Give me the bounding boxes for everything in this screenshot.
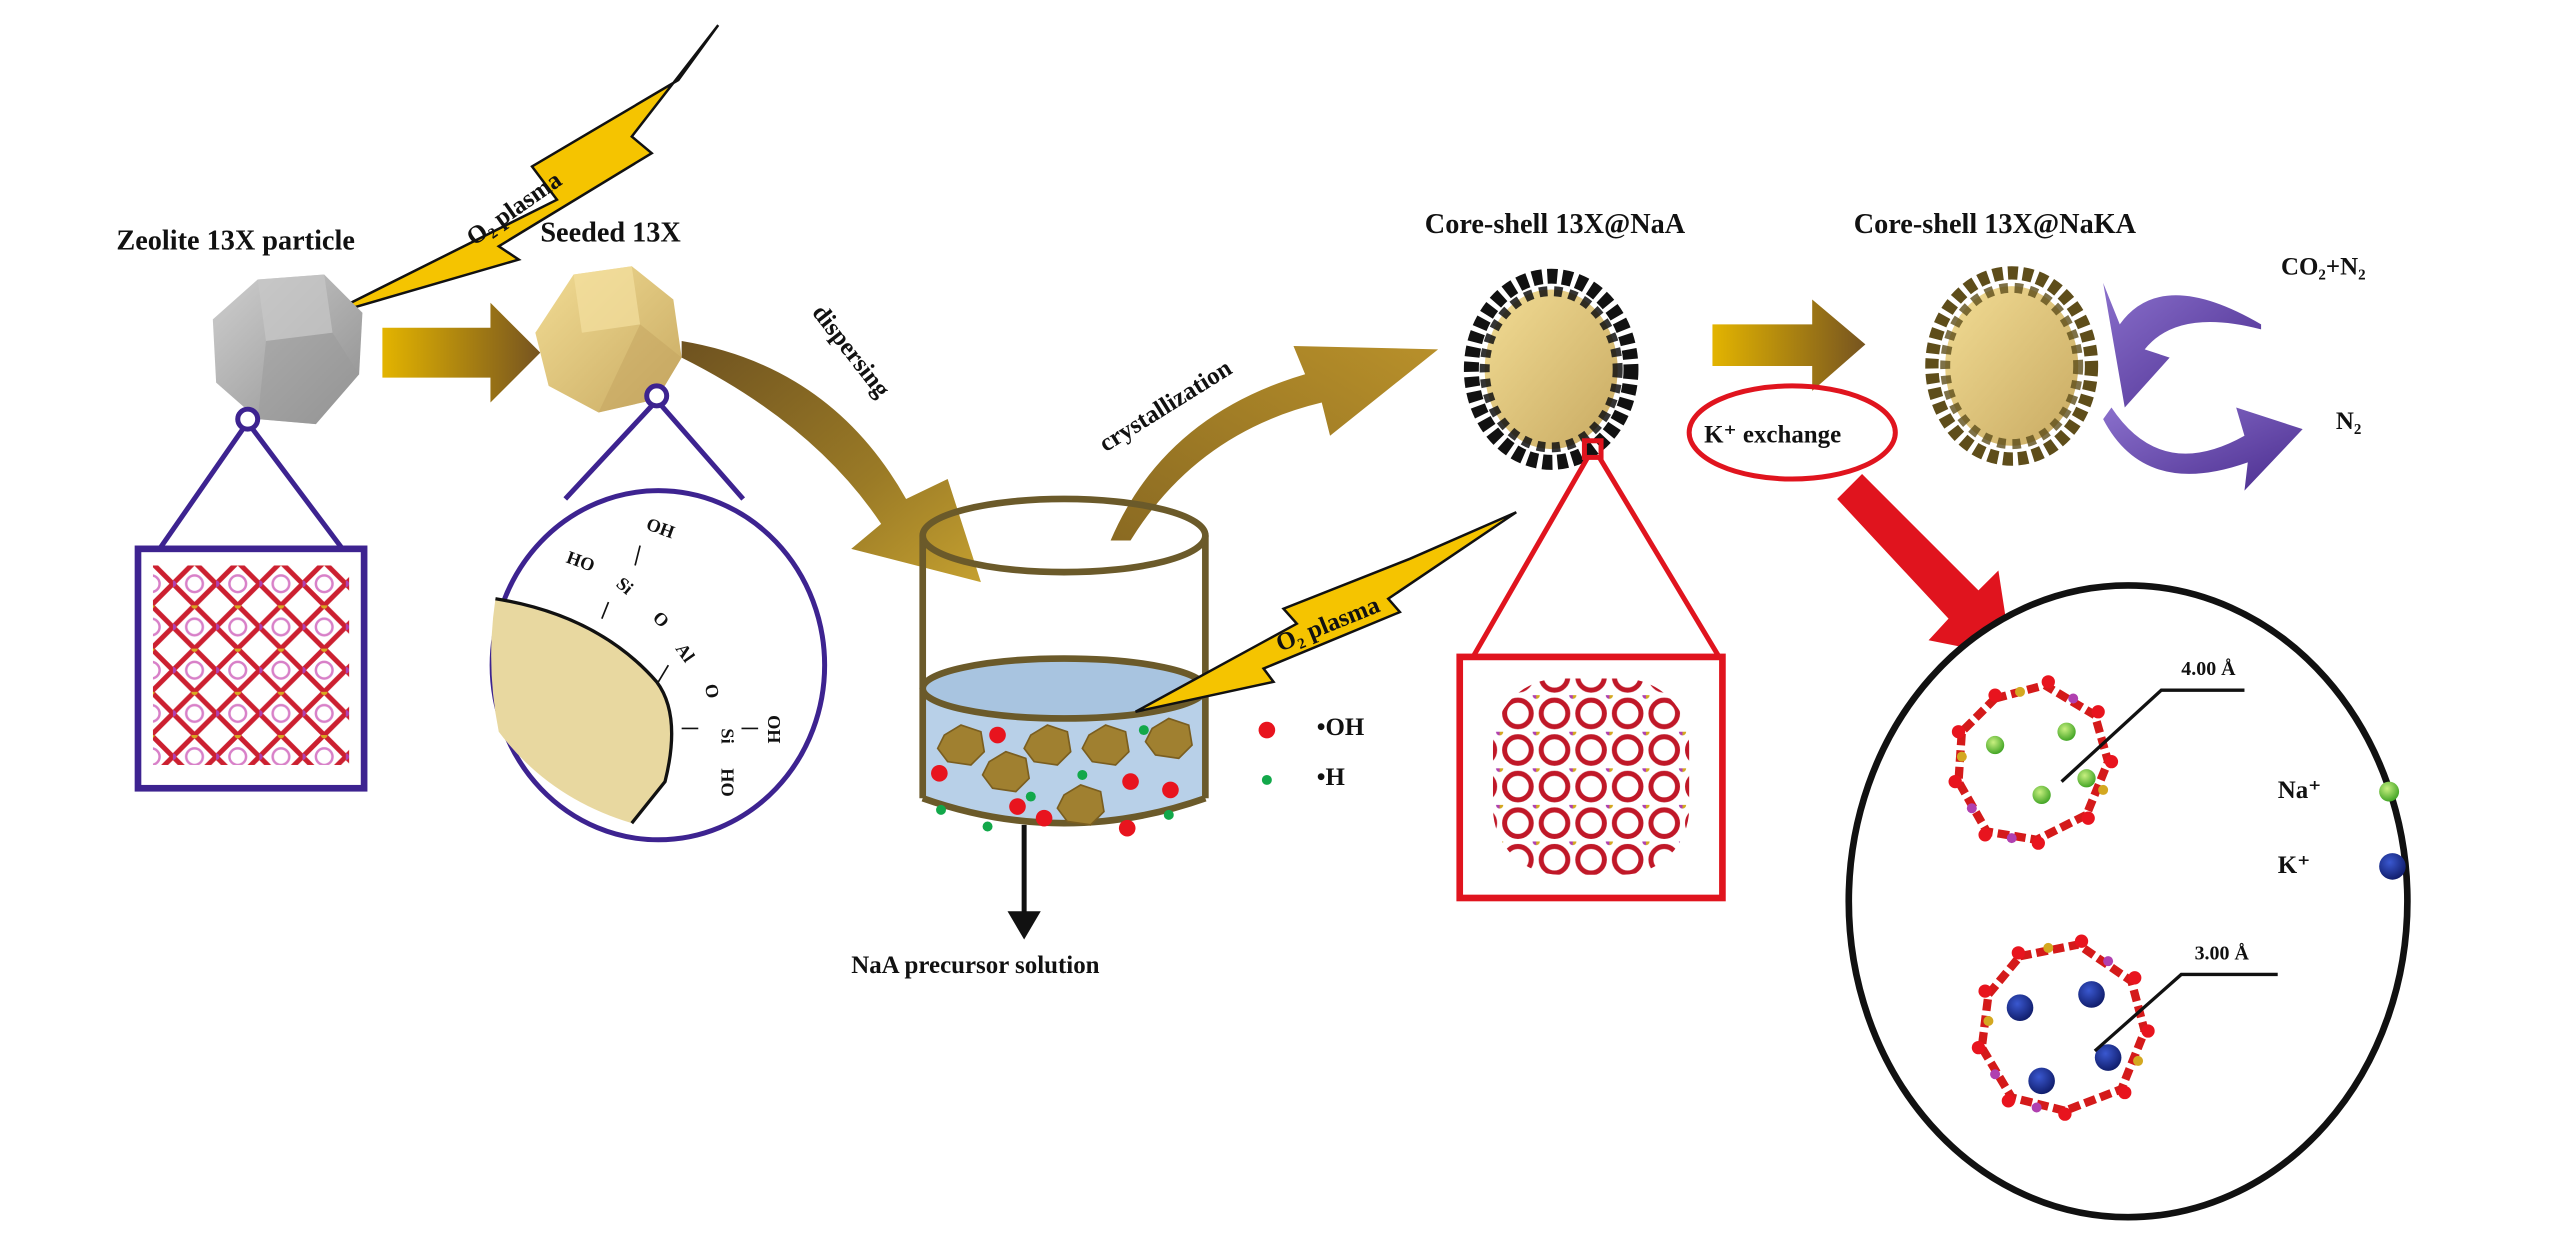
arrow-crystallization: crystallization <box>1094 346 1439 541</box>
arrow-to-pore-detail <box>1837 474 2012 657</box>
na-ring <box>1948 675 2119 850</box>
label-core-shell-naka: Core-shell 13X@NaKA <box>1854 209 2137 240</box>
k-ring <box>1971 934 2155 1121</box>
k-ring-leader-line <box>2093 972 2278 1053</box>
beaker-precursor: NaA precursor solution <box>851 495 1209 979</box>
legend-k-label: K⁺ <box>2278 852 2311 879</box>
core-shell-naka-particle <box>1925 266 2099 466</box>
label-gas-feed: CO₂+N₂ <box>2281 254 2366 281</box>
surface-chemistry-inset: OH HO Si O Al O Si OH HO <box>489 383 828 843</box>
gas-flow: CO₂+N₂ N₂ <box>2103 254 2366 491</box>
label-zeolite-particle: Zeolite 13X particle <box>116 226 354 257</box>
legend-na-label: Na⁺ <box>2278 777 2322 804</box>
core-shell-naa-particle <box>1463 268 1639 470</box>
seeded-13x-particle <box>535 266 682 413</box>
label-precursor: NaA precursor solution <box>851 952 1099 979</box>
label-dispersing: dispersing <box>807 300 896 403</box>
label-core-shell-naa: Core-shell 13X@NaA <box>1425 209 1686 240</box>
radicals-legend: •OH •H <box>1258 714 1365 791</box>
arrow-particle-to-seeded <box>382 302 541 403</box>
label-seeded: Seeded 13X <box>540 217 681 248</box>
label-gas-out: N₂ <box>2336 408 2361 435</box>
gas-in-arrow <box>2103 282 2262 408</box>
legend-oh-label: •OH <box>1317 714 1365 741</box>
legend-na-ball <box>2379 781 2400 802</box>
na-ring-leader-line <box>2060 688 2245 783</box>
legend-k-ball <box>2379 853 2406 880</box>
chem-ho-bottom: HO <box>718 768 738 796</box>
chem-si-2: Si <box>718 728 738 743</box>
chem-o-2: O <box>701 682 723 699</box>
label-k-exchange: K⁺ exchange <box>1704 421 1841 448</box>
arrow-k-exchange <box>1712 299 1866 391</box>
label-na-ring-size: 4.00 Å <box>2181 657 2236 680</box>
legend-h-dot <box>1261 774 1272 785</box>
pore-detail-circle: 4.00 Å 3.00 Å Na⁺ K⁺ <box>1845 582 2411 1221</box>
chem-oh-right: OH <box>764 715 784 743</box>
radicals-h <box>936 725 1174 832</box>
naa-cage-inset <box>1456 456 1726 902</box>
gas-out-arrow <box>2103 407 2303 491</box>
zeolite-13x-particle <box>212 274 363 425</box>
plasma-bolt-1: O₂ plasma <box>323 24 720 318</box>
legend-oh-dot <box>1258 721 1276 739</box>
label-k-ring-size: 3.00 Å <box>2195 942 2250 965</box>
framework-inset-13x <box>134 406 368 792</box>
k-exchange-callout: K⁺ exchange <box>1686 383 1898 482</box>
beaker-particles <box>936 717 1193 826</box>
radicals-oh <box>931 726 1179 837</box>
legend-h-label: •H <box>1317 764 1345 791</box>
